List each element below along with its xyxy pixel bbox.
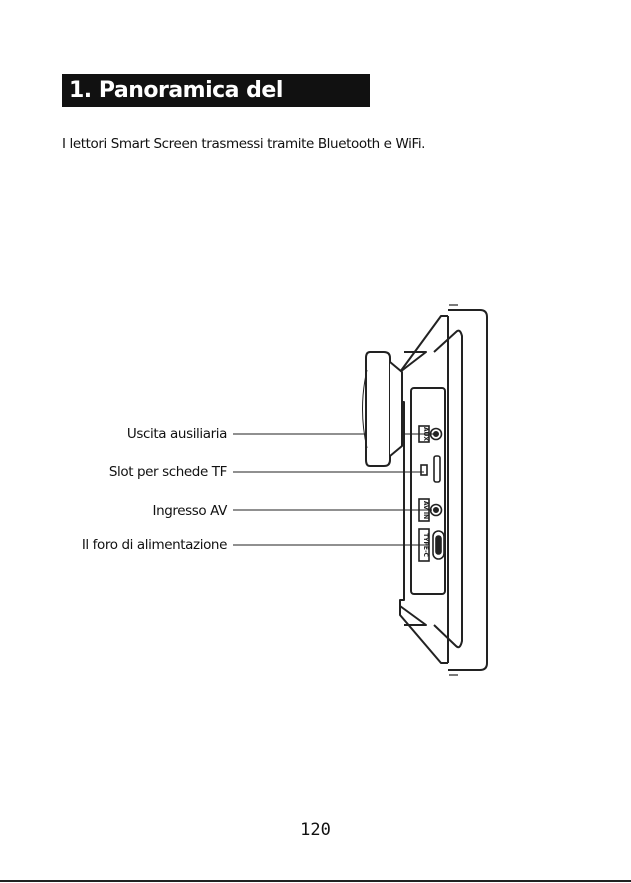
mount-knob: [366, 352, 390, 466]
device-front-frame: [448, 310, 487, 670]
page-number: 120: [0, 820, 631, 840]
device-inner-panel: [411, 388, 445, 594]
aux-port-label: AUX: [422, 427, 429, 441]
bottom-rule: [0, 880, 631, 882]
tf-card-slot: [421, 456, 440, 482]
av-in-port-label: AV IN: [422, 501, 429, 519]
type-c-port-label: TYPE-C: [422, 533, 429, 557]
